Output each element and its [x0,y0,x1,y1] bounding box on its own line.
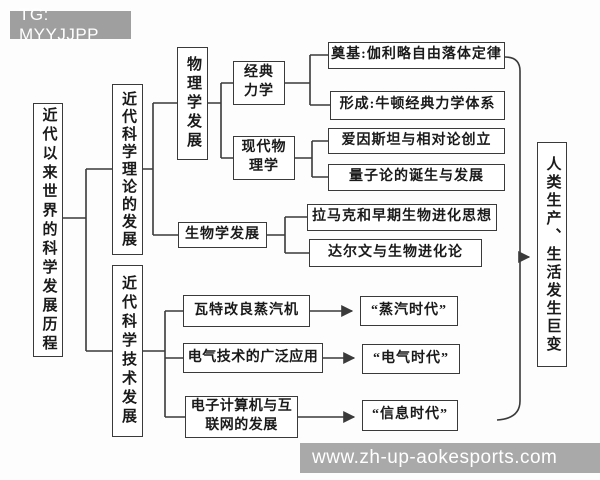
node-biology: 生物学发展 [178,222,267,248]
node-theory-branch: 近代科学理论的发展 [112,84,143,255]
brace-right [496,56,521,421]
tg-badge: TG: MYYJJPP [10,5,131,44]
node-quantum-theory: 量子论的诞生与发展 [328,164,505,191]
edge-tech-to-children [143,310,185,418]
node-info-age: “信息时代” [362,400,458,431]
node-darwin: 达尔文与生物进化论 [309,239,482,267]
node-foundation-galileo: 奠基:伽利略自由落体定律 [328,42,505,69]
node-lamarck: 拉马克和早期生物进化思想 [307,204,497,231]
node-root: 近代以来世界的科学发展历程 [33,103,63,357]
node-result: 人类生产、生活发生巨变 [537,142,567,367]
edge-modernphysics-to-children [295,140,328,178]
node-tech-branch: 近代科学技术发展 [112,265,143,437]
edge-theory-to-children [143,102,178,236]
edge-physics-to-children [208,82,233,159]
watermark-bar: www.zh-up-aokesports.com [300,443,600,473]
node-electric-age: “电气时代” [362,344,460,374]
edge-classical-to-children [285,54,330,106]
node-einstein-relativity: 爱因斯坦与相对论创立 [328,128,505,154]
node-modern-physics: 现代物 理学 [233,136,295,180]
node-physics: 物理学发展 [177,47,208,160]
edge-root-to-branches [63,168,112,352]
node-electric-application: 电气技术的广泛应用 [183,343,323,373]
node-steam-age: “蒸汽时代” [360,296,458,326]
node-formation-newton: 形成:牛顿经典力学体系 [330,91,505,120]
node-classical-mechanics: 经典 力学 [233,61,285,105]
node-computer-internet: 电子计算机与互 联网的发展 [185,396,298,438]
node-watt-steam-engine: 瓦特改良蒸汽机 [183,295,310,327]
edge-biology-to-children [267,216,309,254]
